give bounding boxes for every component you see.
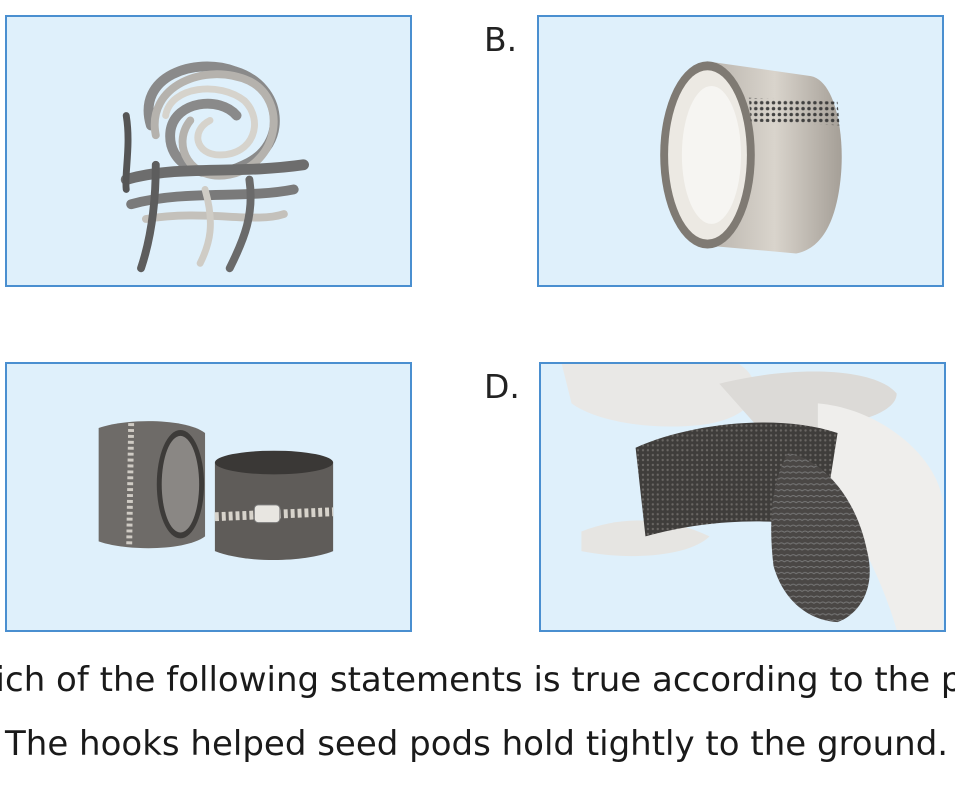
tape-roll-image bbox=[660, 61, 842, 254]
option-c-picture-panel[interactable] bbox=[5, 362, 412, 632]
option-d-picture-panel[interactable] bbox=[539, 362, 946, 632]
hook-and-loop-image bbox=[561, 364, 943, 630]
shoelaces-image bbox=[120, 61, 310, 273]
option-b-picture-panel[interactable] bbox=[537, 15, 944, 287]
question-text: hich of the following statements is true… bbox=[0, 660, 955, 700]
option-a-picture-panel[interactable] bbox=[5, 15, 412, 287]
option-b-letter: B. bbox=[484, 20, 518, 59]
option-d-letter: D. bbox=[484, 367, 520, 406]
answer-choice-text[interactable]: The hooks helped seed pods hold tightly … bbox=[5, 724, 949, 764]
zippers-image bbox=[98, 421, 334, 561]
